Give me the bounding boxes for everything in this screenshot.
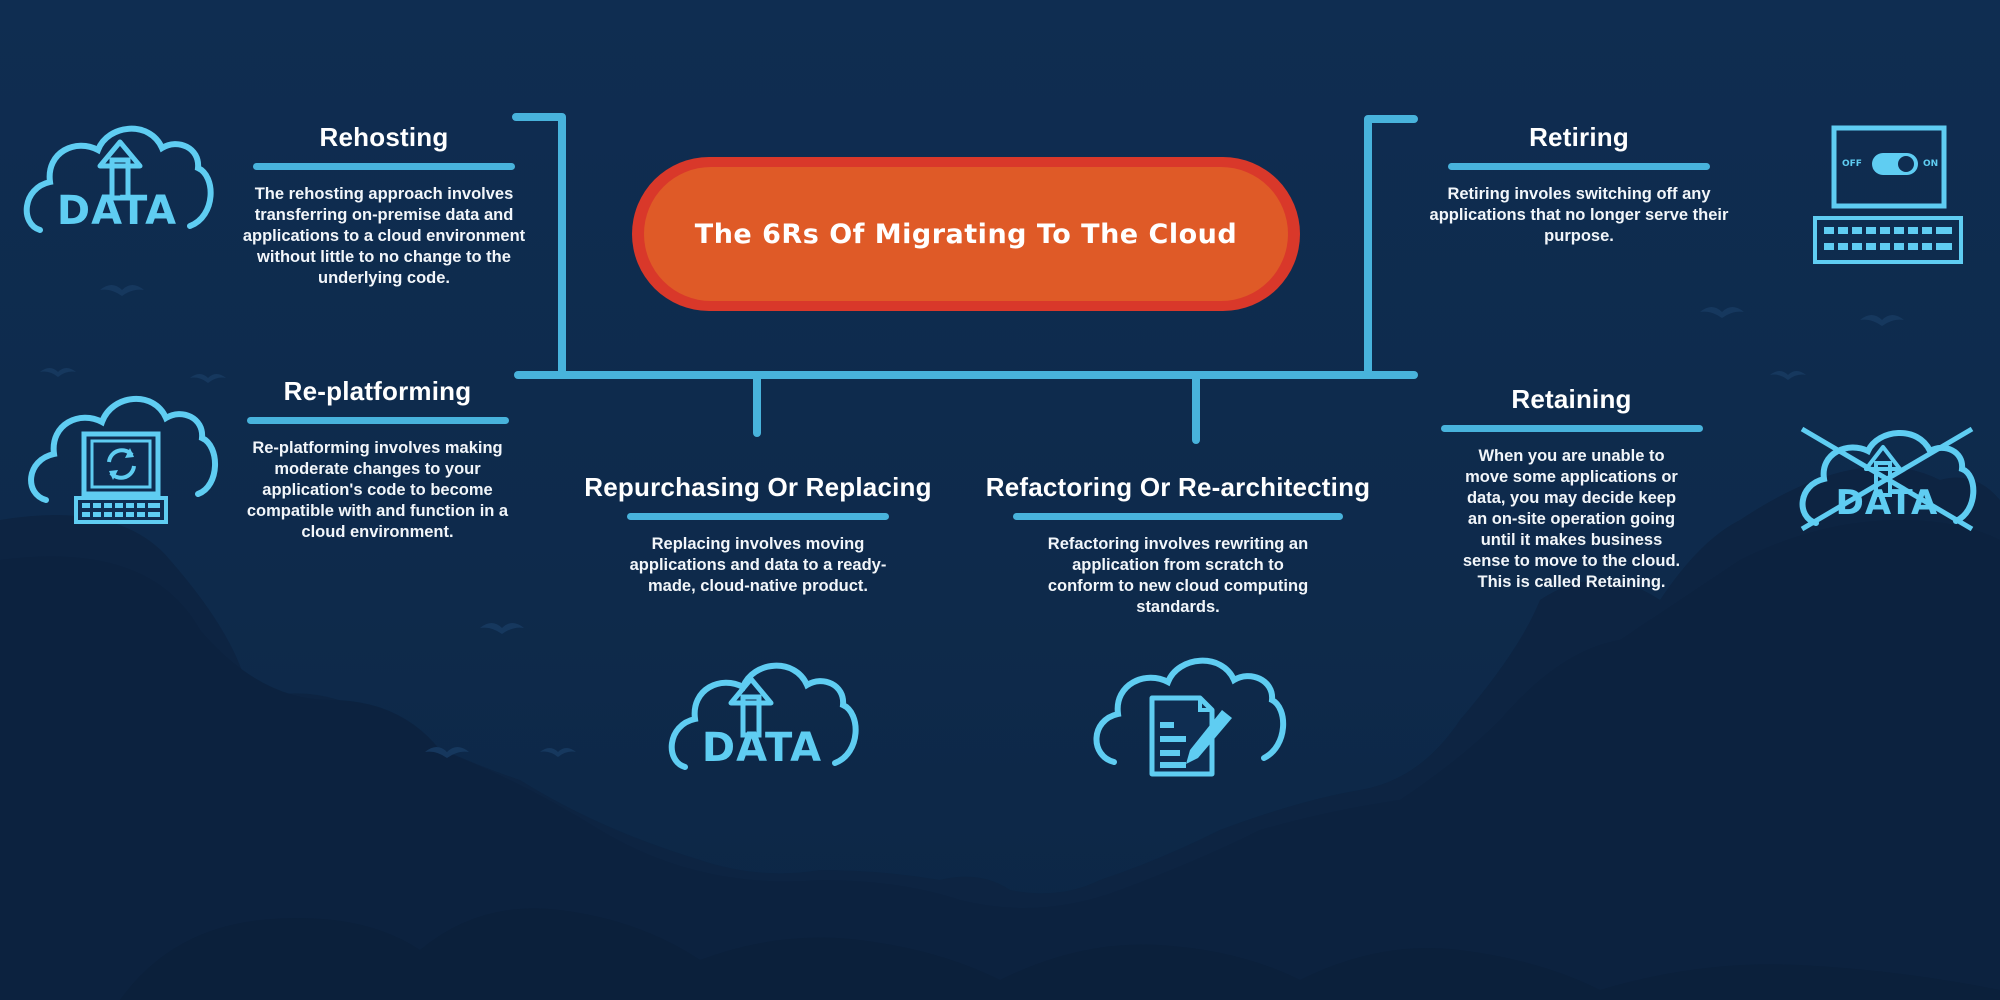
title-pill-inner: The 6Rs Of Migrating To The Cloud (644, 167, 1288, 301)
retaining-icon-text: DATA (1835, 483, 1939, 523)
refactoring-cloud-svg (1093, 657, 1287, 777)
cloud-computer-refresh-icon (26, 382, 218, 532)
retiring-title: Retiring (1529, 122, 1629, 152)
data-cloud-upload-icon: DATA (664, 655, 860, 777)
cloud-document-edit-icon (1088, 652, 1287, 778)
replatforming-description: Re-platforming involves making moderate … (246, 439, 509, 541)
section-refactoring: Refactoring Or Re-architecting Refactori… (978, 471, 1378, 618)
rehosting-icon-text: DATA (56, 188, 178, 234)
retiring-rule (1448, 163, 1710, 170)
rehosting-rule (253, 163, 515, 170)
refactoring-title: Refactoring Or Re-architecting (985, 472, 1371, 502)
retaining-title: Retaining (1511, 384, 1632, 414)
rehosting-connector (512, 113, 566, 379)
switch-off-label: OFF (1842, 159, 1862, 169)
repurchasing-icon-text: DATA (701, 725, 823, 771)
section-rehosting: Rehosting The rehosting approach involve… (242, 121, 526, 289)
section-replatforming: Re-platforming Re-platforming involves m… (240, 375, 515, 543)
refactoring-description: Refactoring involves rewriting an applic… (1047, 535, 1309, 616)
rehosting-title: Rehosting (319, 122, 449, 152)
rehosting-cloud-svg (23, 125, 214, 233)
replatforming-rule (246, 417, 509, 424)
data-cloud-crossed-icon: DATA (1798, 425, 1977, 533)
repurchasing-rule (627, 513, 889, 520)
retaining-rule (1440, 425, 1703, 432)
switch-on-label: ON (1923, 159, 1939, 169)
title-pill: The 6Rs Of Migrating To The Cloud (632, 157, 1300, 311)
replatforming-title: Re-platforming (283, 376, 472, 406)
section-repurchasing: Repurchasing Or Replacing Replacing invo… (578, 471, 938, 597)
refactoring-rule (1013, 513, 1343, 520)
retaining-cloud-svg (1799, 426, 1977, 532)
retiring-description: Retiring involes switching off any appli… (1429, 185, 1729, 245)
computer-off-switch-icon: OFF ON (1812, 125, 1964, 266)
section-retiring: Retiring Retiring involes switching off … (1420, 121, 1738, 247)
rehosting-description: The rehosting approach involves transfer… (242, 185, 526, 287)
repurchasing-title: Repurchasing Or Replacing (584, 472, 932, 502)
retiring-computer-svg (1813, 125, 1963, 264)
replatforming-cloud-svg (28, 395, 218, 524)
repurchasing-cloud-svg (668, 662, 859, 770)
data-cloud-upload-icon: DATA (22, 118, 214, 240)
retaining-description: When you are unable to move some applica… (1462, 447, 1681, 591)
repurchasing-description: Replacing involves moving applications a… (629, 535, 887, 595)
retiring-connector (1364, 115, 1418, 379)
section-retaining: Retaining When you are unable to move so… (1430, 383, 1713, 593)
page-title: The 6Rs Of Migrating To The Cloud (694, 218, 1238, 250)
